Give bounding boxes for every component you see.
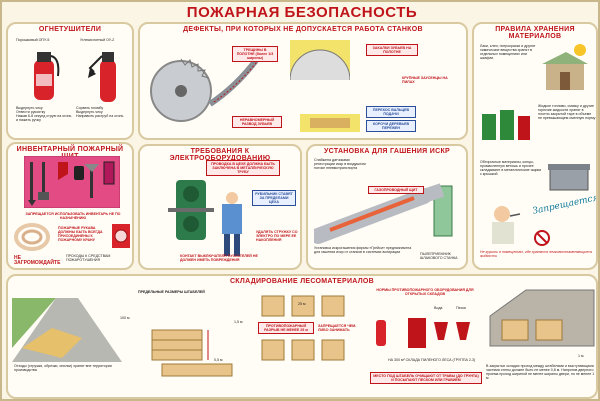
canisters-icon [482, 110, 530, 140]
sparks-note: Установка искрогашения фирмы «Грейси» пр… [314, 246, 412, 254]
co2-extinguisher-label: Углекислотный ОУ-2 [80, 38, 115, 42]
defect-label-rollers: ПЕРЕКОС ВАЛЬЦЕВ ПОДАЧИ [366, 106, 416, 118]
sand-label: Песок [456, 306, 466, 310]
lumber-title: СКЛАДИРОВАНИЕ ЛЕСОМАТЕРИАЛОВ [229, 278, 375, 285]
saw-blade-yellow-icon [290, 40, 350, 80]
storage-footnote: Не курить в помещениях, где хранятся лег… [480, 250, 592, 258]
norm-note: НА 300 м² СКЛАДА ПИЛЕНОГО ЛЕСА (ГРУППА 2… [388, 358, 476, 362]
stack-title: ПРЕДЕЛЬНЫЕ РАЗМЕРЫ ШТАБЕЛЕЙ [138, 290, 205, 294]
no-smoking-icon [534, 230, 550, 246]
dim-100m: 100 м [120, 316, 130, 320]
norms-title: НОРМЫ ПРОТИВОПОЖАРНОГО ОБОРУДОВАНИЯ ДЛЯ … [376, 288, 474, 296]
extinguishers-title: ОГНЕТУШИТЕЛИ [38, 26, 102, 33]
water-label: Вода [434, 306, 443, 310]
defect-label-bark: КОРОЧИ ДЕРЕВЬЕВ ПЕРЕЖЕН [366, 120, 416, 132]
sparks-feeder: ПЫЛЕПРИЕМНИК ШЛАКОВОГО СТАНКА [420, 252, 458, 260]
passages-text: ПРОХОДЫ К СРЕДСТВАМ ПОЖАРОТУШЕНИЯ [66, 254, 111, 262]
storage-liquids-text: Жидкое топливо, смазку и другие горючие … [538, 104, 596, 120]
electrical-contact-note: КОНТАКТ ВЫКЛЮЧАТЕЛЯ ПУСКАТЕЛЕЙ НЕ ДОЛЖЕН… [180, 254, 258, 262]
forbidden-gap-note: ЗАПРЕЩАЕТСЯ ЧЕМ-ЛИБО ЗАНИМАТЬ [318, 324, 357, 332]
powder-steps: Выдернуть чеку Отвести рукоятку Нажав 6-… [16, 106, 72, 122]
no-block-text: НЕ ЗАГРОМОЖДАЙТЕ [14, 255, 61, 266]
lumber-stacks-icon [261, 295, 345, 361]
road-sawdust-icon [12, 298, 122, 362]
equipment-icons [376, 318, 470, 348]
lumber-panel: СКЛАДИРОВАНИЕ ЛЕСОМАТЕРИАЛОВ 100 м Отход… [6, 274, 598, 399]
extinguishers-panel: ОГНЕТУШИТЕЛИ Порошковый ОПУ-5 Углекислот… [6, 22, 134, 140]
electrical-wiring-note: ПРОВОДКА В ЦЕХЕ ДОЛЖНА БЫТЬ ЗАКЛЮЧЕНА В … [206, 160, 280, 176]
co2-extinguisher-icon [88, 52, 116, 102]
electrical-cleaning-note: УДАЛЯТЬ СТРУЖКУ СО ЭЛЕКТРО ПО МЕРЕ ЕЕ НА… [256, 230, 298, 242]
page-title: ПОЖАРНАЯ БЕЗОПАСНОСТЬ [186, 4, 418, 21]
defects-panel: ДЕФЕКТЫ, ПРИ КОТОРЫХ НЕ ДОПУСКАЕТСЯ РАБО… [138, 22, 468, 140]
fire-board-icon [24, 156, 120, 208]
fire-gap-note: ПРОТИВОПОЖАРНЫЙ РАЗРЫВ НЕ МЕНЕЕ 25 м [258, 322, 314, 334]
bandsaw-machine-icon [168, 180, 214, 240]
powder-extinguisher-label: Порошковый ОПУ-5 [16, 38, 50, 42]
worker-icon [222, 192, 242, 256]
forbidden-stamp: Запрещается [531, 193, 598, 217]
spark-pipe-icon [314, 183, 453, 244]
defect-label-teeth: НЕРАВНОМЕРНЫЙ РАЗВОД ЗУБЬЕВ [232, 116, 282, 128]
sparks-title: УСТАНОВКА ДЛЯ ГАШЕНИЯ ИСКР [323, 148, 450, 155]
warning-box: МЕСТО ПОД ШТАБЕЛЬ ОЧИЩАЮТ ОТ ТРАВЫ (ДО Г… [370, 372, 482, 384]
shed-icon [542, 44, 588, 90]
storage-varnish-text: Лаки, клеи, нитрокраски и другие химичес… [480, 44, 536, 60]
closed-warehouse-text: В закрытых складах проход между штабелям… [486, 364, 595, 380]
defect-label-cracks: ТРЕЩИНЫ В ПОЛОТНЕ (более 1/3 ширины) [232, 46, 278, 62]
dim-1-5m: 1,5 м [234, 320, 243, 324]
electrical-switch-note: РУБИЛЬНИК СТАВЯТ ЗА ПРЕДЕЛАМИ ЦЕХА [252, 190, 296, 206]
circular-saw-icon [150, 58, 212, 122]
dim-0-5m: 0,5 м [214, 358, 223, 362]
stack-diagram-icon [151, 329, 233, 377]
electrical-panel: ТРЕБОВАНИЯ К ЭЛЕКТРООБОРУДОВАНИЮ ПРОВОДК… [138, 144, 302, 270]
sparks-panel: УСТАНОВКА ДЛЯ ГАШЕНИЯ ИСКР Снабжена датч… [306, 144, 468, 270]
defects-title: ДЕФЕКТЫ, ПРИ КОТОРЫХ НЕ ДОПУСКАЕТСЯ РАБО… [183, 26, 423, 33]
hose-note: ПОЖАРНЫЕ РУКАВА ДОЛЖНЫ БЫТЬ ВСЕГДА ПРИСО… [58, 226, 103, 242]
sawdust-text: Отходы (стружки, обрезки, опилки) хранят… [14, 364, 112, 372]
storage-rags-text: Обтирочные материалы, концы, промасленну… [480, 160, 542, 176]
smoking-worker-icon [492, 206, 521, 244]
dim-1m: 1 м [578, 354, 584, 358]
rollers-icon [300, 114, 360, 132]
fire-board-panel: ИНВЕНТАРНЫЙ ПОЖАРНЫЙ ЩИТ ЗАПРЕЩАЕТСЯ ИСП… [6, 142, 134, 270]
storage-panel: ПРАВИЛА ХРАНЕНИЯ МАТЕРИАЛОВ Лаки, клеи, … [472, 22, 598, 270]
fire-hose-icon [14, 223, 50, 251]
dim-25m: 25 м [298, 302, 306, 306]
defect-label-burrs: КРУПНЫЕ ЗАУСЕНЦЫ НА ПИЛАХ [402, 76, 448, 84]
gas-pipe-label: ГАЗОПРОВОДНЫЙ ЩИТ [368, 186, 424, 194]
powder-extinguisher-icon [34, 52, 60, 100]
fire-board-note: ЗАПРЕЩАЕТСЯ ИСПОЛЬЗОВАТЬ ИНВЕНТАРЬ НЕ ПО… [25, 212, 121, 220]
metal-box-icon [548, 164, 590, 191]
sparks-description: Снабжена датчиками регистрации искр в во… [314, 158, 366, 170]
storage-title: ПРАВИЛА ХРАНЕНИЯ МАТЕРИАЛОВ [495, 26, 575, 40]
electrical-title: ТРЕБОВАНИЯ К ЭЛЕКТРООБОРУДОВАНИЮ [169, 148, 271, 162]
warehouse-icon [489, 289, 595, 347]
fire-valve-icon [112, 224, 130, 248]
co2-steps: Сорвать пломбу Выдернуть чеку Направить … [76, 106, 124, 118]
defect-label-tempering: ЗАКАЛКИ ЗУБЬЕВ НА ПОЛОТНЕ [366, 44, 418, 56]
